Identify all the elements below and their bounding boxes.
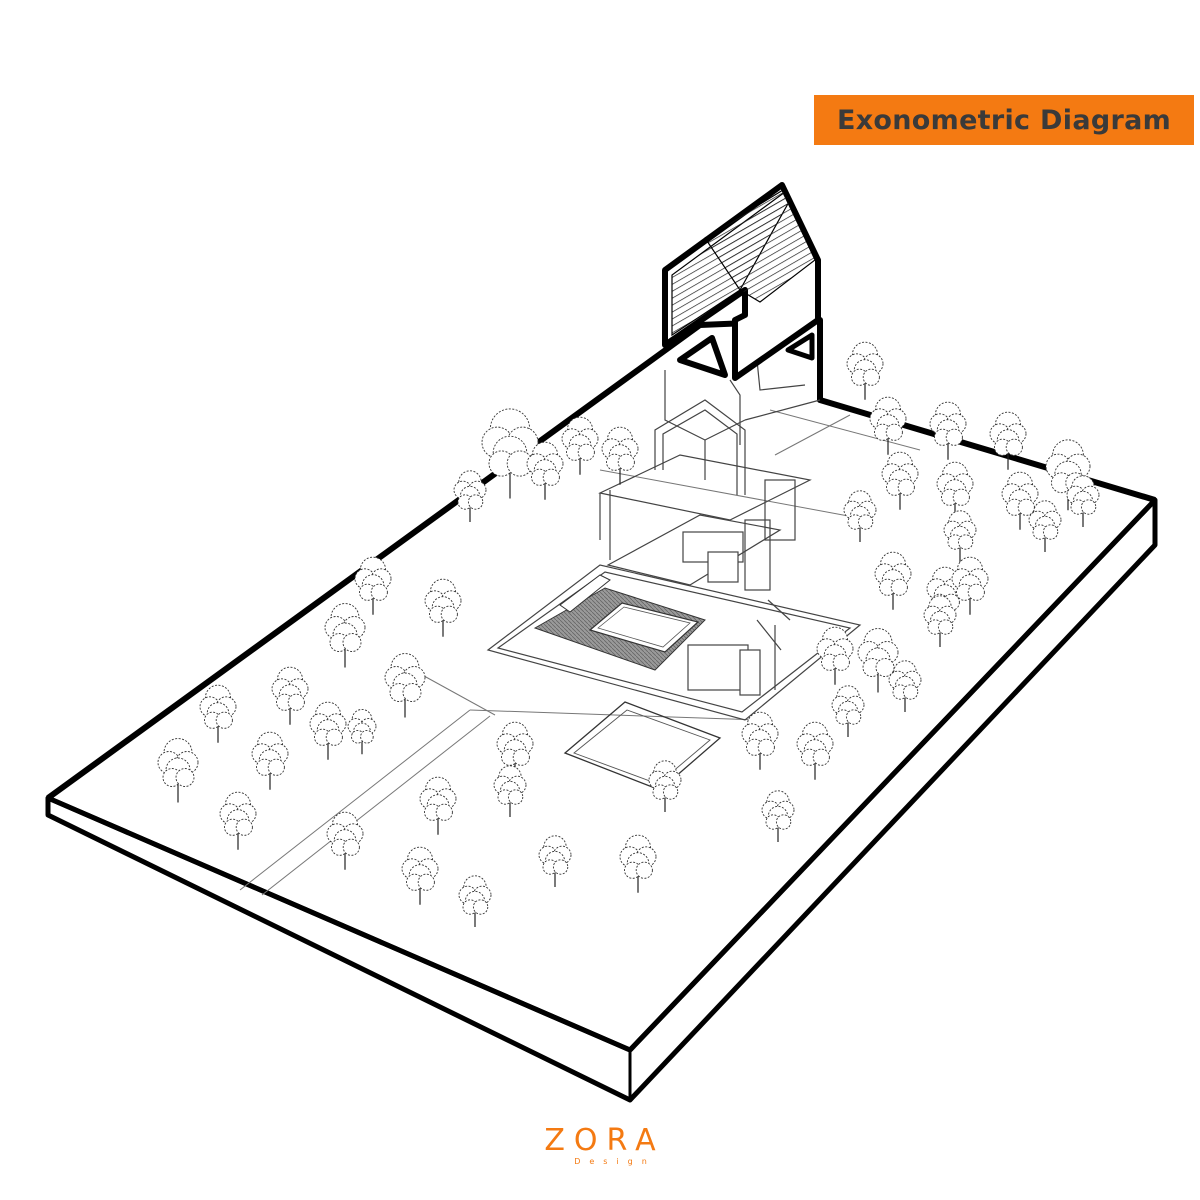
trees <box>157 341 1100 927</box>
tree-icon <box>601 426 639 485</box>
tree-icon <box>619 834 657 893</box>
tree-icon <box>324 603 366 668</box>
tree-icon <box>648 760 682 812</box>
tree-icon <box>401 846 439 905</box>
tree-icon <box>219 791 257 850</box>
tree-icon <box>453 470 487 522</box>
brand-name: ZORA <box>544 1123 665 1158</box>
lawn-square <box>563 701 722 791</box>
building-upper-floor <box>664 339 821 480</box>
tree-icon <box>1028 500 1062 552</box>
tree-icon <box>741 711 779 770</box>
brand-tagline: Design <box>574 1157 656 1166</box>
tree-icon <box>458 875 492 927</box>
tree-icon <box>538 835 572 887</box>
roof-outline <box>662 182 821 381</box>
ground-plate <box>486 564 862 721</box>
tree-icon <box>384 653 426 718</box>
tree-icon <box>796 721 834 780</box>
tree-icon <box>1066 475 1100 527</box>
tree-icon <box>816 626 854 685</box>
tree-icon <box>989 411 1027 470</box>
pool-deck <box>533 574 706 671</box>
tree-icon <box>831 685 865 737</box>
tree-icon <box>943 510 977 562</box>
tree-icon <box>923 595 957 647</box>
tree-icon <box>326 811 364 870</box>
site-paths <box>239 409 921 896</box>
diagram-title: Exonometric Diagram <box>814 95 1194 145</box>
tree-icon <box>888 660 922 712</box>
tree-icon <box>354 556 392 615</box>
tree-icon <box>1001 471 1039 530</box>
tree-icon <box>251 731 289 790</box>
tree-icon <box>481 408 539 499</box>
tree-icon <box>526 441 564 500</box>
tree-icon <box>347 709 377 755</box>
tree-icon <box>424 578 462 637</box>
tree-icon <box>936 461 974 520</box>
tree-icon <box>561 416 599 475</box>
tree-icon <box>419 776 457 835</box>
tree-icon <box>874 551 912 610</box>
building-lower-floor <box>606 514 791 696</box>
tree-icon <box>846 341 884 400</box>
tree-icon <box>761 790 795 842</box>
brand-logo: ZORA Design <box>500 1125 700 1167</box>
tree-icon <box>869 396 907 455</box>
tree-icon <box>929 401 967 460</box>
tree-icon <box>309 701 347 760</box>
tree-icon <box>493 765 527 817</box>
tree-icon <box>157 738 199 803</box>
tree-icon <box>271 666 309 725</box>
tree-icon <box>881 451 919 510</box>
tree-icon <box>857 628 899 693</box>
tree-icon <box>199 684 237 743</box>
building-middle-floor <box>598 399 812 560</box>
tree-icon <box>843 490 877 542</box>
tree-icon <box>951 556 989 615</box>
